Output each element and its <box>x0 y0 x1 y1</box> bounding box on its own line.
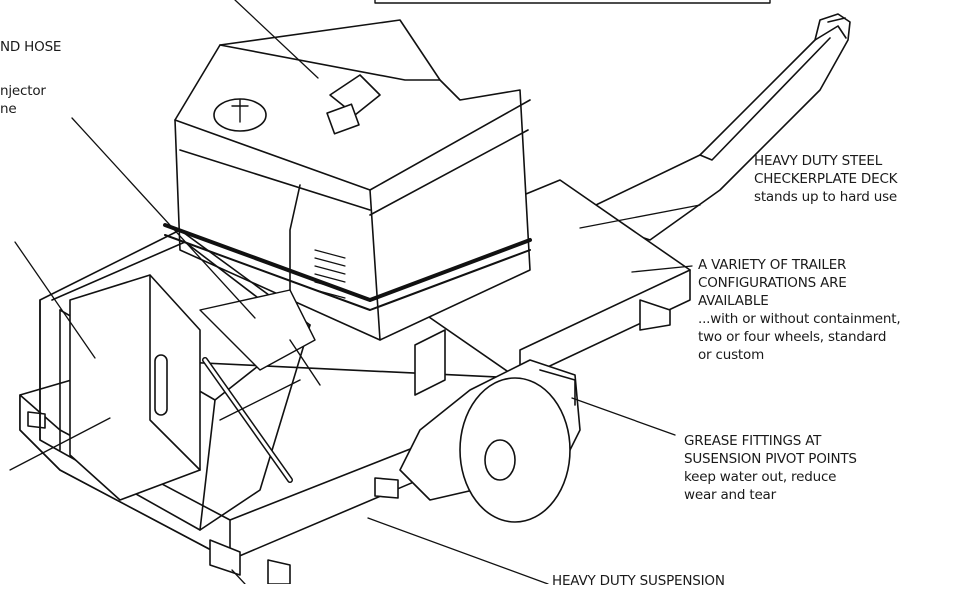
top-callout-box <box>374 0 771 4</box>
callout-deck-heading-1: HEAVY DUTY STEEL <box>754 153 883 169</box>
callout-deck: HEAVY DUTY STEEL CHECKERPLATE DECK stand… <box>754 152 898 206</box>
callout-hose-partial: ND HOSE <box>0 39 62 55</box>
wheel-fender <box>399 359 581 523</box>
callout-trailer-body-3: or custom <box>698 347 765 363</box>
callout-grease: GREASE FITTINGS AT SUSENSION PIVOT POINT… <box>684 432 857 504</box>
filter-housing <box>69 274 201 501</box>
callout-injector-partial: njector ne <box>0 82 46 118</box>
leader-lines <box>9 0 701 584</box>
callout-grease-heading-2: SUSENSION PIVOT POINTS <box>684 451 857 467</box>
callout-grease-body-2: wear and tear <box>684 487 776 503</box>
callout-deck-heading-2: CHECKERPLATE DECK <box>754 171 898 187</box>
callout-trailer-heading-2: CONFIGURATIONS ARE <box>698 275 847 291</box>
callout-trailer: A VARIETY OF TRAILER CONFIGURATIONS ARE … <box>698 256 901 364</box>
tow-tongue <box>574 13 851 241</box>
callout-deck-body: stands up to hard use <box>754 189 898 205</box>
callout-grease-heading-1: GREASE FITTINGS AT <box>684 433 822 449</box>
callout-suspension-partial: HEAVY DUTY SUSPENSION <box>552 573 725 589</box>
callout-trailer-body-1: ...with or without containment, <box>698 311 901 327</box>
callout-grease-body-1: keep water out, reduce <box>684 469 837 485</box>
callout-injector-line1: njector <box>0 83 46 99</box>
callout-trailer-body-2: two or four wheels, standard <box>698 329 887 345</box>
callout-trailer-heading-3: AVAILABLE <box>698 293 769 309</box>
engine-housing <box>163 19 532 396</box>
callout-trailer-heading-1: A VARIETY OF TRAILER <box>698 257 847 273</box>
pump-fittings <box>199 289 321 483</box>
callout-injector-line2: ne <box>0 101 17 117</box>
